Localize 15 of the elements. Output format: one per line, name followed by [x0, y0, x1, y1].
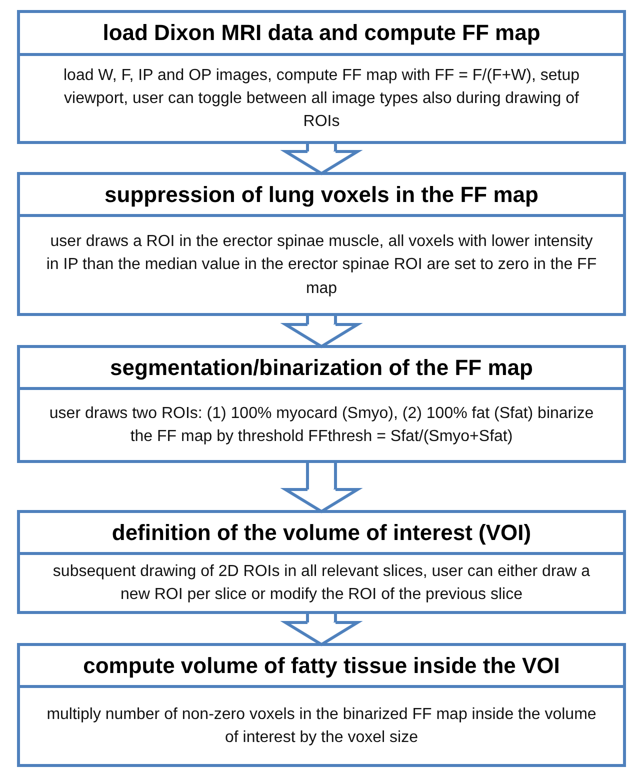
step-description: user draws two ROIs: (1) 100% myocard (Smyo), (2) 100% fat (Sfat) binarize the FF map by threshold FFthresh = Sfat/(Smyo+Sfat) [48, 404, 595, 447]
step-title: suppression of lung voxels in the FF map [104, 182, 538, 208]
step-title: definition of the volume of interest (VOI) [112, 520, 532, 546]
process-box [17, 172, 626, 316]
step-title: load Dixon MRI data and compute FF map [102, 20, 540, 46]
step-description: user draws a ROI in the erector spinae muscle, all voxels with lower intensity in IP than the median value in the erector spinae ROI are set to zero in the FF map [45, 232, 598, 299]
step-description: load W, F, IP and OP images, compute FF map with FF = F/(F+W), setup viewport, user can toggle between all image types also during drawing of ROIs [62, 66, 581, 132]
step-description: subsequent drawing of 2D ROIs in all relevant slices, user can either draw a new ROI per slice or modify the ROI of the previous slice [52, 562, 592, 605]
step-title: compute volume of fatty tissue inside the VOI [83, 652, 560, 678]
process-box [17, 643, 626, 767]
step-description: multiply number of non-zero voxels in the binarized FF map inside the volume of interest by the voxel size [46, 704, 598, 748]
process-box [17, 510, 626, 614]
process-box [17, 345, 626, 463]
step-title: segmentation/binarization of the FF map [110, 354, 533, 380]
process-box [17, 10, 626, 144]
